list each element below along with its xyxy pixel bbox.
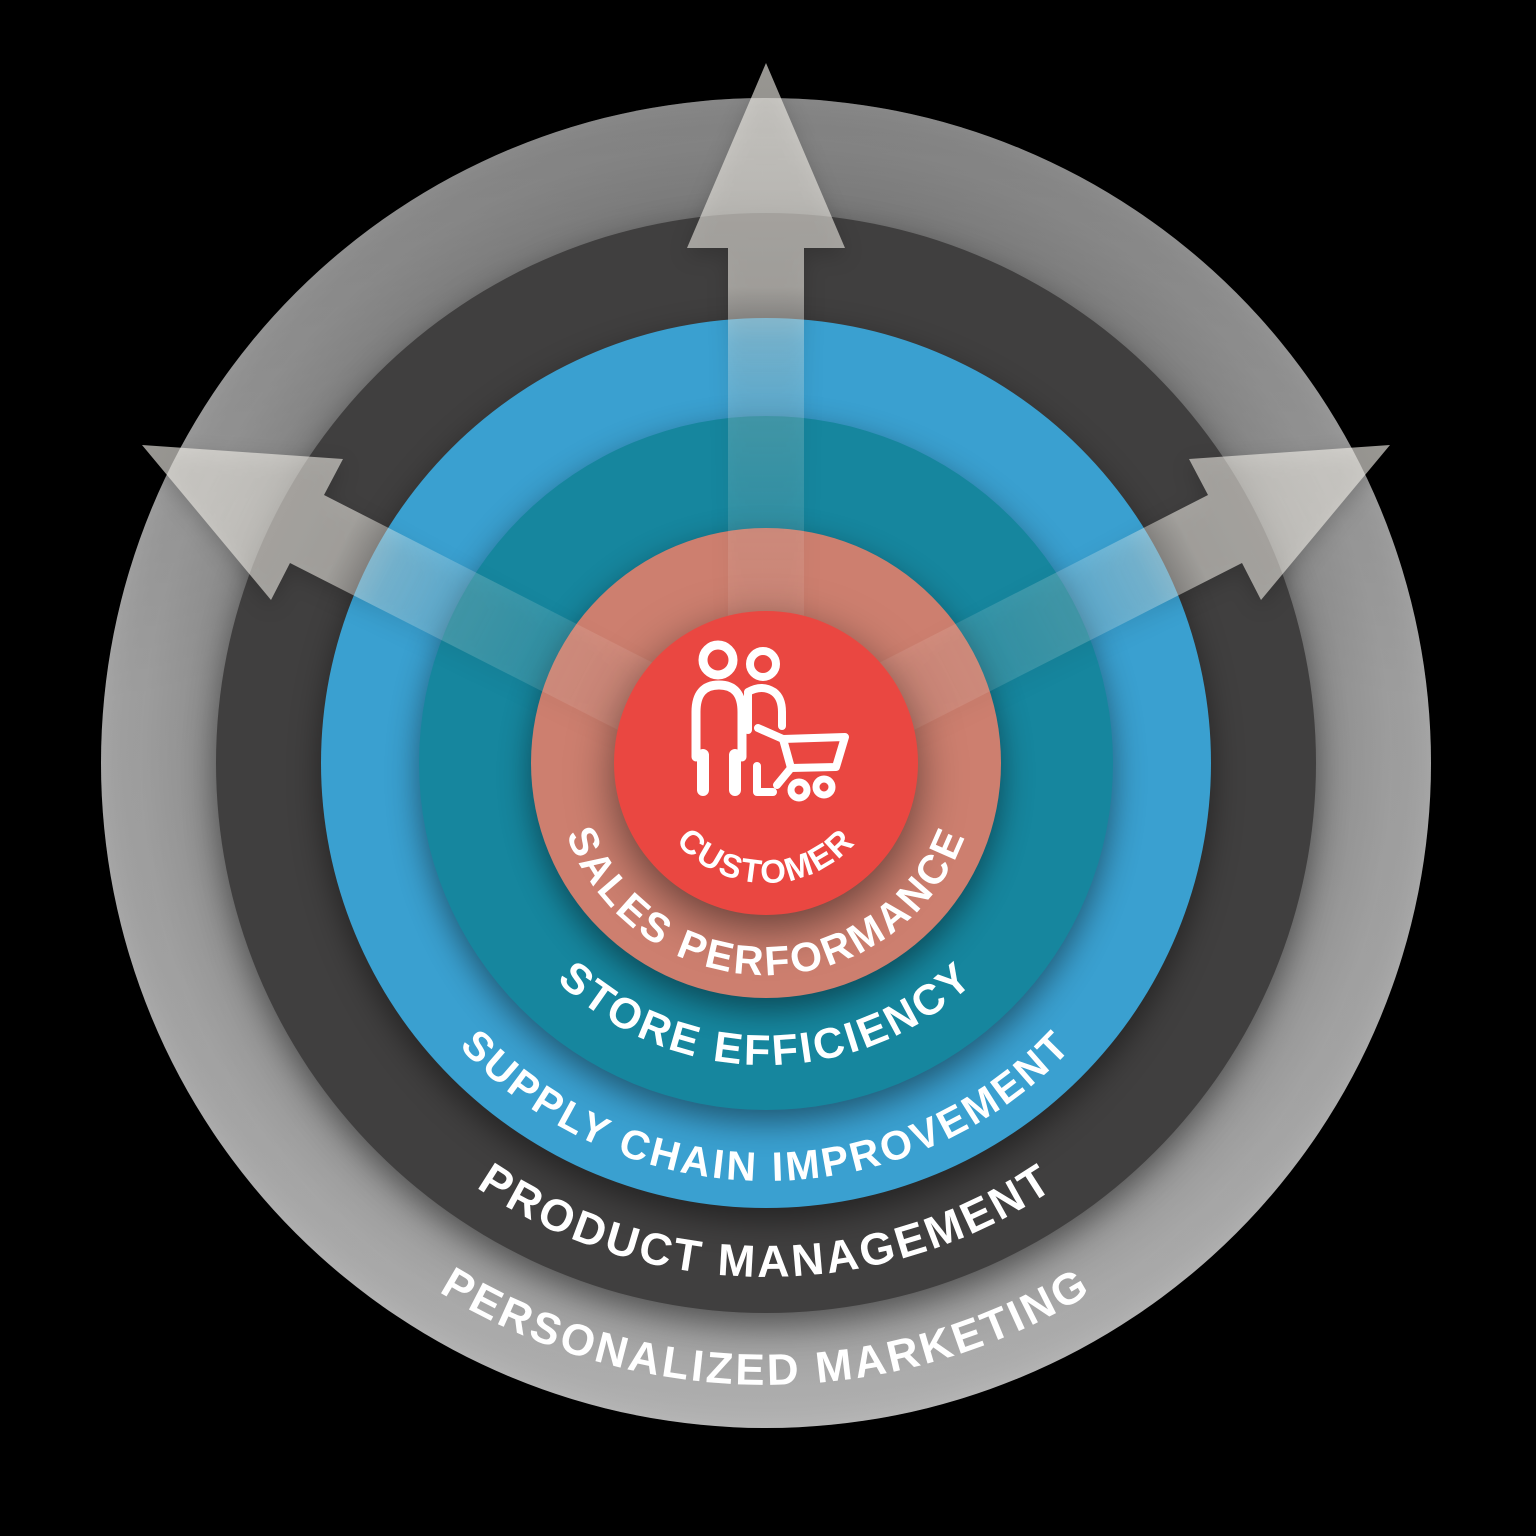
second-person-icon — [744, 647, 786, 796]
center-circle-customer — [614, 611, 918, 915]
shopping-cart-icon — [754, 724, 849, 802]
outward-arrows — [142, 63, 1390, 733]
customer-with-shopping-cart-icon — [691, 640, 849, 802]
arrow-up-right-icon — [873, 445, 1390, 733]
arrow-up-left-icon — [142, 445, 659, 733]
arrow-up-icon — [687, 63, 845, 623]
person-icon — [691, 640, 747, 796]
